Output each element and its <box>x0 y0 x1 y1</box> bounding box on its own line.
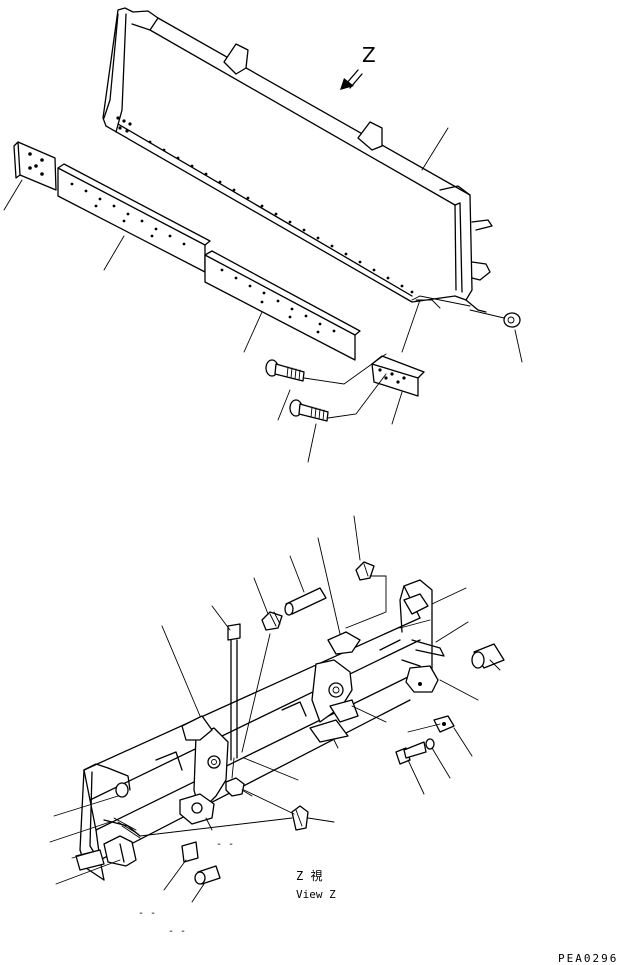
grease-fitting-3 <box>291 805 309 831</box>
bolt-1 <box>265 359 305 382</box>
blade-holes <box>116 116 414 294</box>
grease-fitting-2 <box>355 561 375 581</box>
pin-2 <box>471 643 505 669</box>
grease-fitting-1 <box>261 611 283 631</box>
end-bit-left <box>13 141 57 191</box>
view-caption-jp: Z 視 <box>296 868 322 883</box>
bolt-bottom <box>194 865 221 885</box>
dash-mark-1: - - <box>216 839 234 850</box>
pin-1 <box>284 587 327 616</box>
view-direction-arrow: Z <box>340 43 376 90</box>
direction-label: Z <box>362 43 376 67</box>
cutting-edge-2 <box>204 250 361 361</box>
leader-lines-lower <box>49 515 501 903</box>
bolt-2 <box>289 399 329 422</box>
bolt-vertical <box>227 623 241 761</box>
nut-lower <box>225 777 245 797</box>
view-caption-en: View Z <box>296 888 336 901</box>
cutting-edge-1 <box>57 163 211 273</box>
shim-plate <box>181 841 199 863</box>
frame-view-z <box>75 579 445 881</box>
drawing-code: PEA0296 <box>558 952 618 965</box>
end-bit-right <box>371 355 425 397</box>
nut <box>503 312 521 328</box>
assembly-lines-upper <box>303 295 505 419</box>
bolt-lower-right <box>395 738 435 765</box>
assembly-lines-lower <box>139 575 441 837</box>
plate-lower-right <box>433 715 455 733</box>
dash-mark-2: - - <box>138 908 156 919</box>
blade-assembly <box>102 7 493 313</box>
leader-lines-upper <box>3 127 523 463</box>
dash-mark-3: - - <box>168 926 186 937</box>
